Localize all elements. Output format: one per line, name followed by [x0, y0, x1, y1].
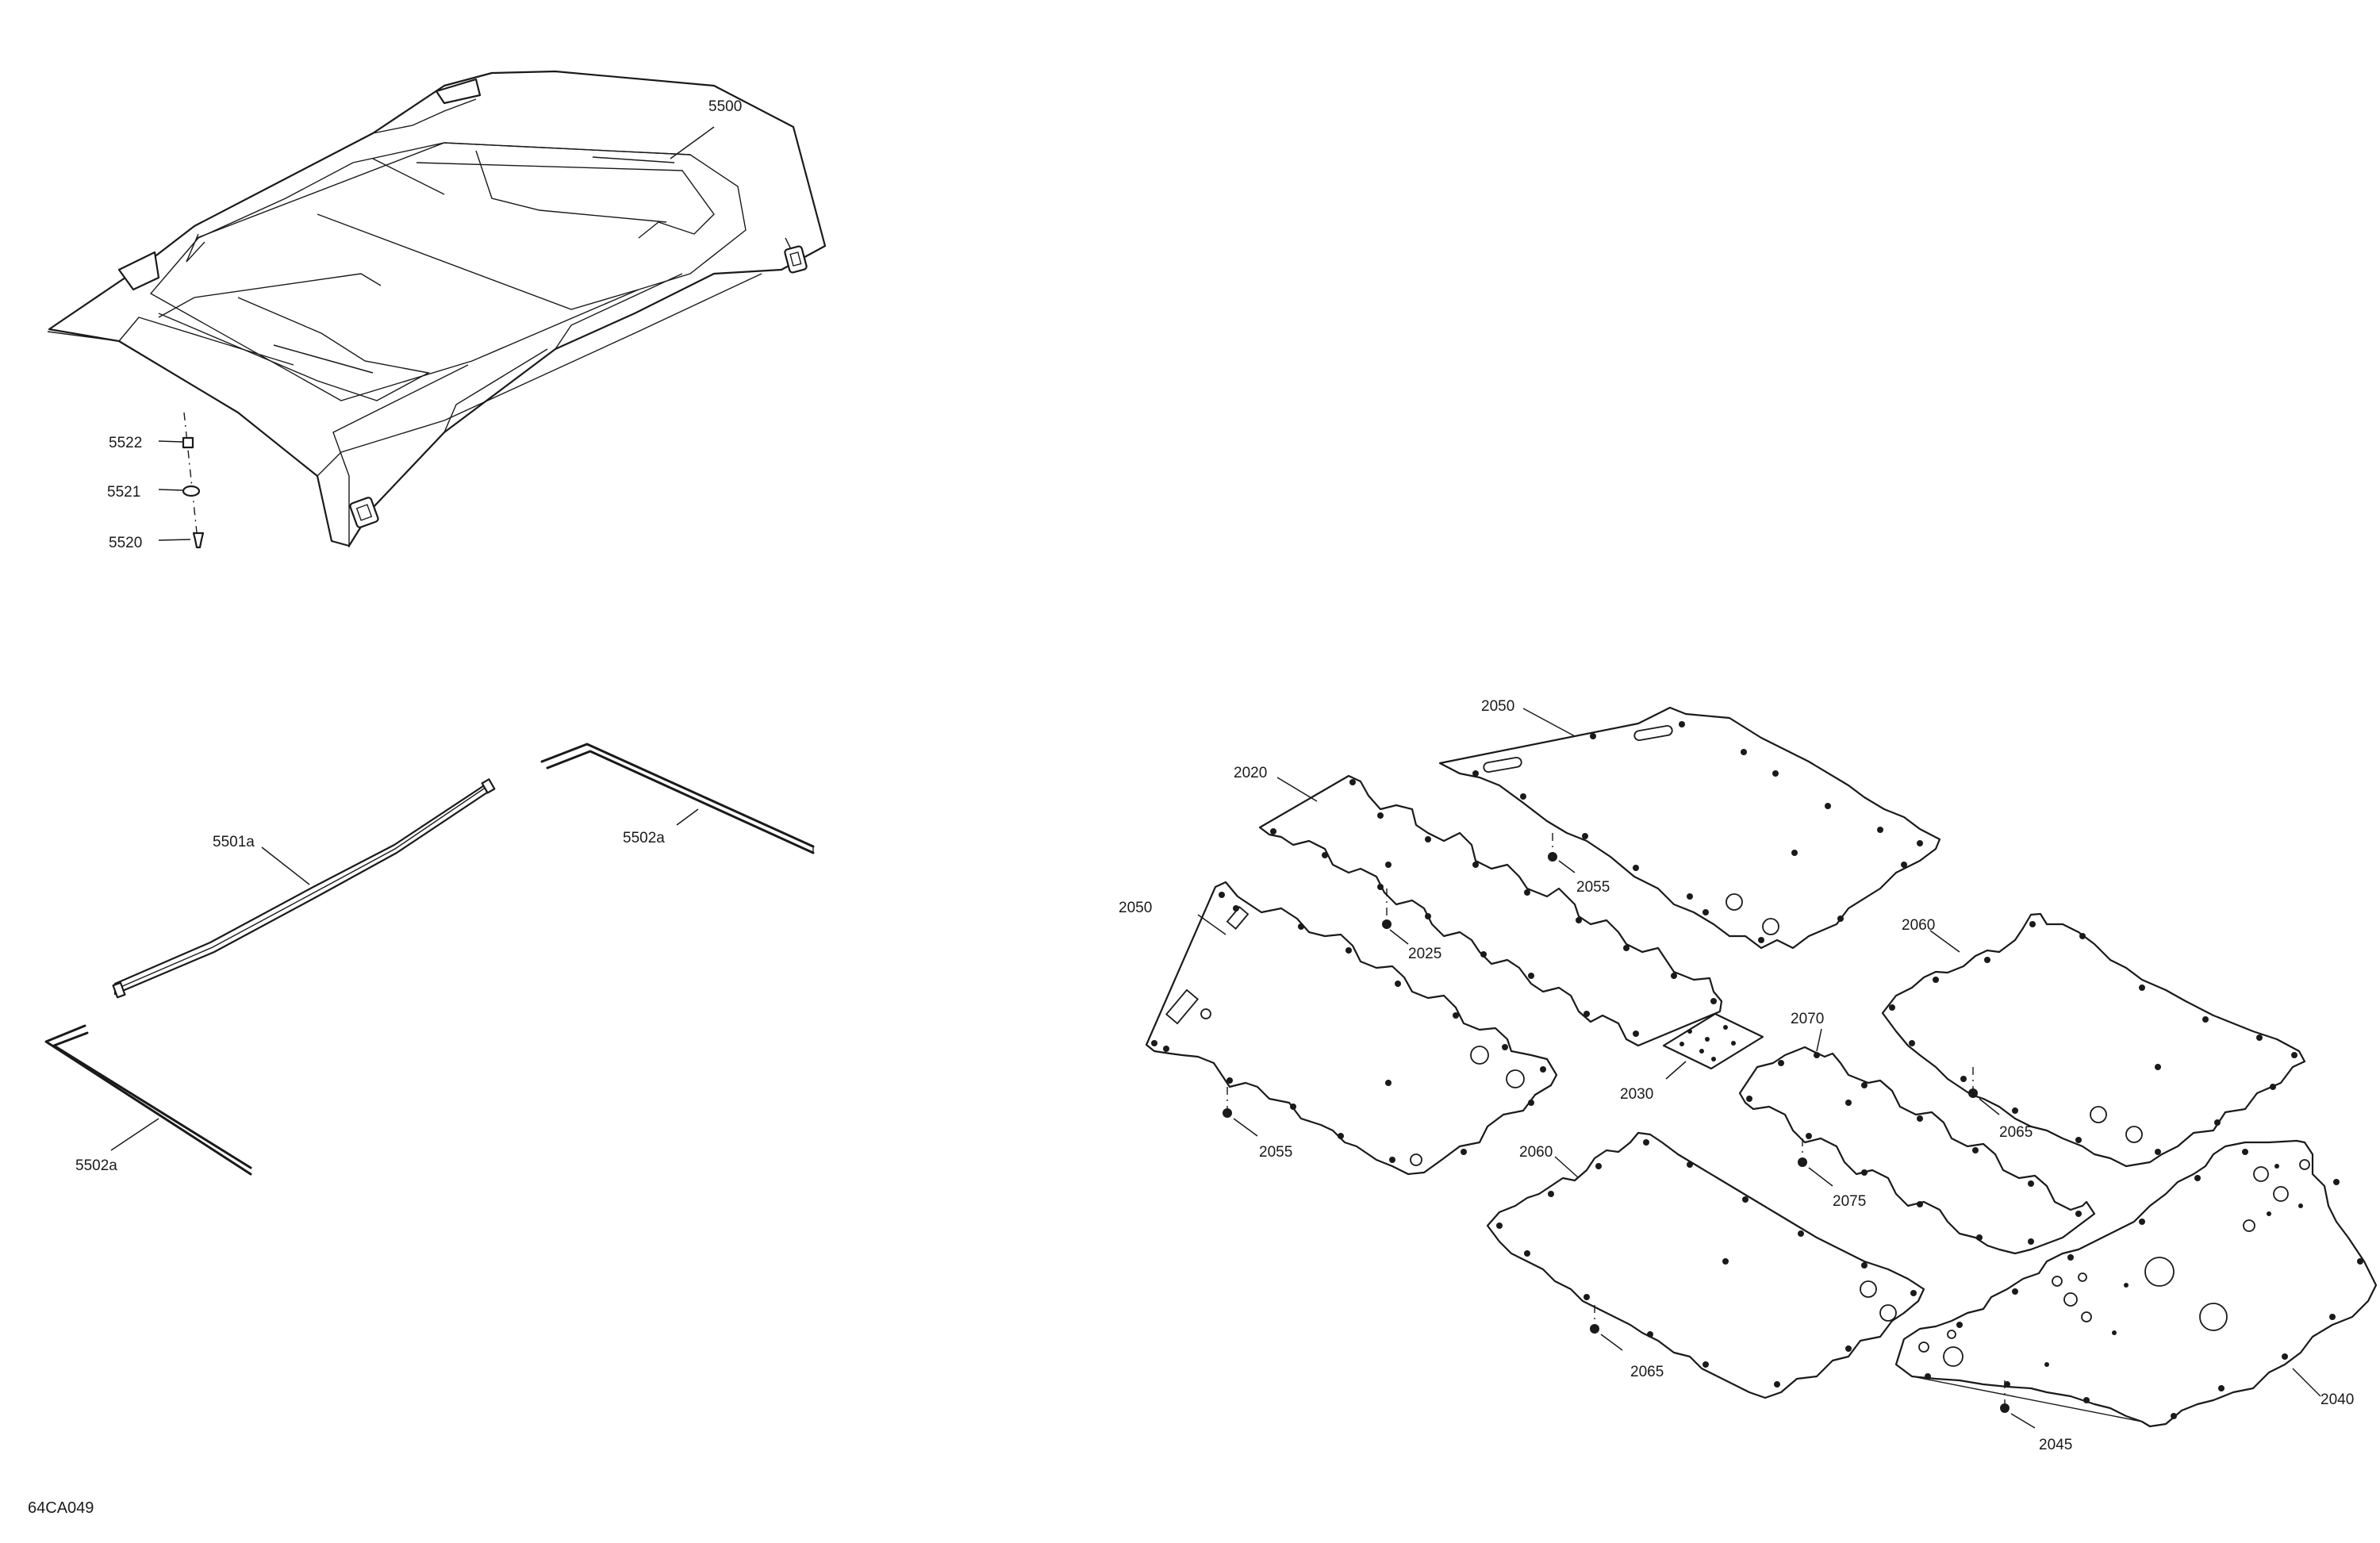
callout-2025: 2025	[1408, 946, 1441, 962]
pin-2045	[2000, 1380, 2036, 1429]
callout-2060-bottom: 2060	[1519, 1144, 1553, 1161]
seal-5501a	[112, 778, 496, 999]
callout-2055-left: 2055	[1259, 1144, 1292, 1161]
assembly-axis-line	[183, 412, 199, 548]
callout-2060-right: 2060	[1902, 917, 1935, 934]
panel-2070	[1738, 1028, 2096, 1255]
callout-2050-left: 2050	[1119, 900, 1152, 916]
callout-5500: 5500	[708, 98, 742, 115]
figure-reference-code: 64CA049	[28, 1499, 94, 1517]
pin-2055-top	[1548, 833, 1576, 873]
callout-2040: 2040	[2320, 1391, 2354, 1408]
callout-2050-top: 2050	[1481, 698, 1514, 715]
pin-2075	[1798, 1138, 1833, 1187]
callout-5502a-top: 5502a	[623, 830, 665, 846]
roof-panel	[47, 70, 827, 547]
panel-2060-right	[1881, 912, 2306, 1168]
panel-2050-top	[1438, 706, 1941, 950]
callout-2070: 2070	[1791, 1011, 1824, 1027]
callout-2045: 2045	[2039, 1437, 2072, 1453]
callout-2065-right: 2065	[1999, 1124, 2033, 1141]
washer-5521	[158, 485, 201, 497]
pin-2055-left	[1223, 1087, 1258, 1137]
seal-5502a-bottom	[44, 1024, 252, 1176]
plate-2030	[1662, 1012, 1764, 1080]
callout-2020: 2020	[1234, 765, 1267, 781]
callout-5502a-bottom: 5502a	[75, 1157, 117, 1174]
callout-5521: 5521	[107, 484, 140, 501]
callout-2030: 2030	[1620, 1086, 1653, 1103]
pin-2065-right	[1968, 1067, 2000, 1115]
screw-5520	[158, 532, 205, 549]
pin-2065-bottom	[1590, 1305, 1623, 1351]
seal-5502a-top	[540, 743, 815, 854]
panel-2060-bottom	[1486, 1131, 1925, 1399]
callout-5520: 5520	[109, 535, 142, 551]
panel-2020	[1258, 774, 1723, 1047]
panel-2050-left	[1145, 881, 1558, 1176]
panel-2040	[1894, 1139, 2378, 1428]
callout-5501a: 5501a	[213, 834, 255, 850]
callout-2065-bottom: 2065	[1630, 1364, 1664, 1380]
pin-2025	[1382, 889, 1409, 945]
callout-2055-top: 2055	[1576, 879, 1610, 896]
callout-5522: 5522	[109, 435, 142, 451]
nut-5522	[158, 436, 194, 449]
callout-2075: 2075	[1833, 1193, 1866, 1210]
